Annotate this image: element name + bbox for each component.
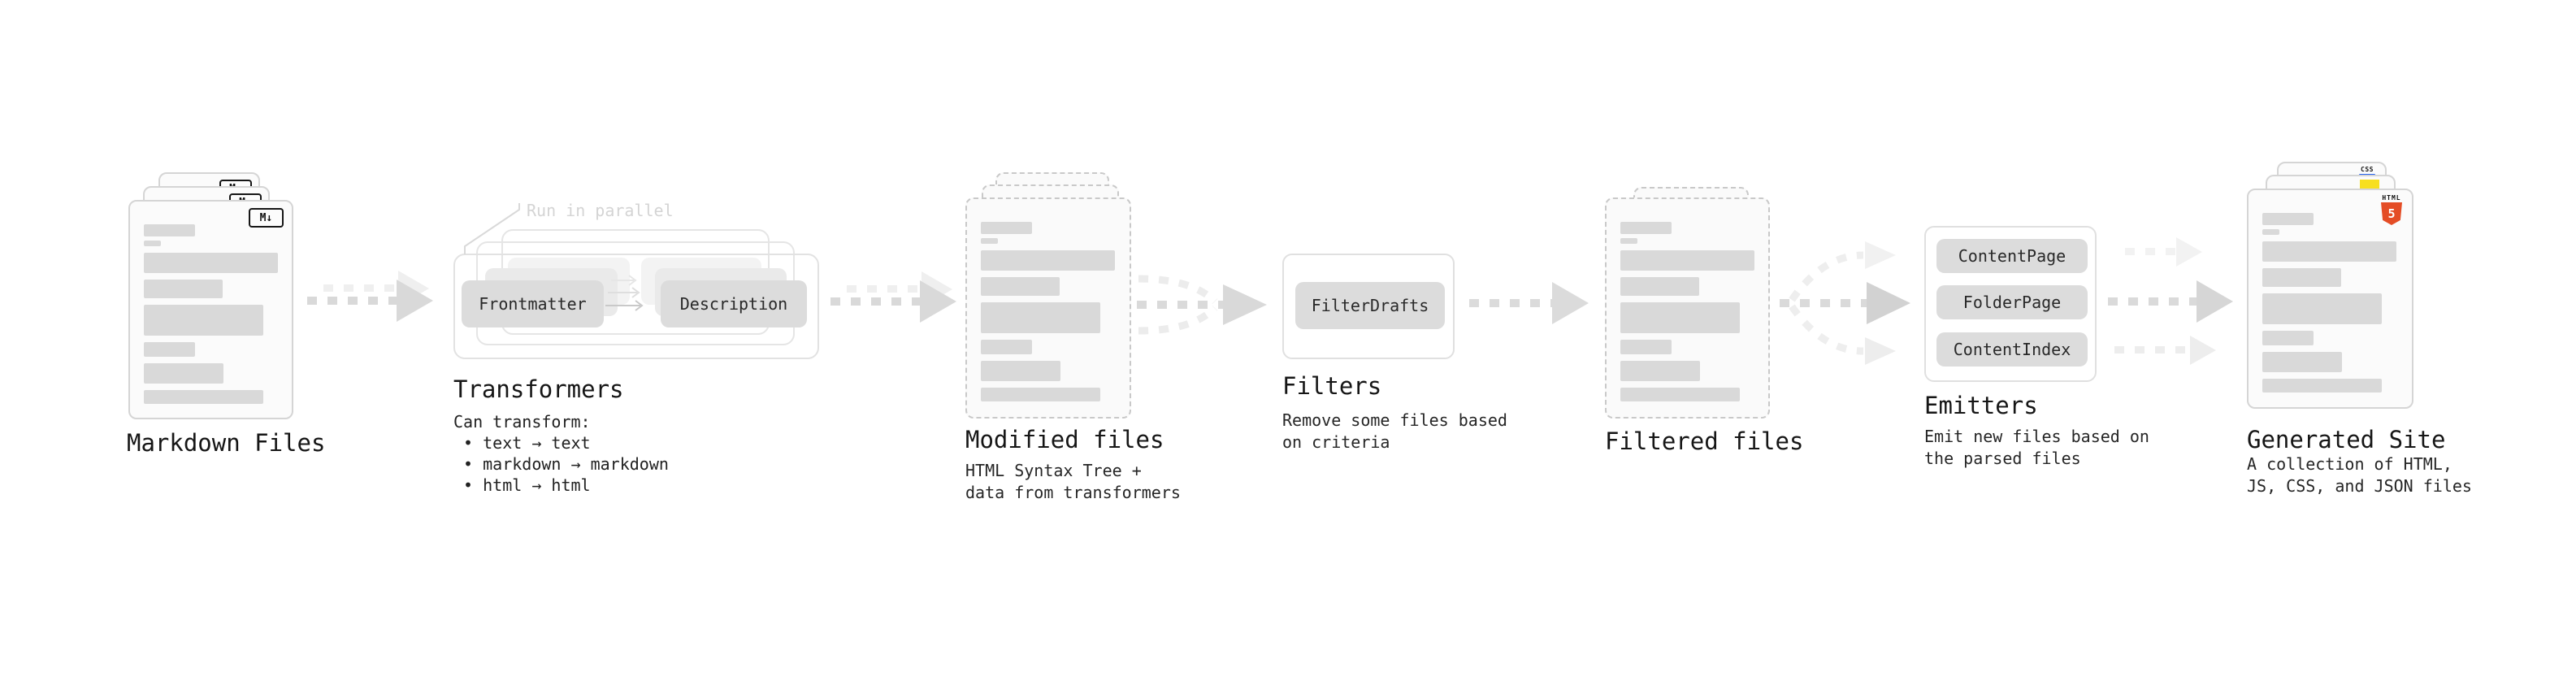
filters-box: FilterDrafts bbox=[1282, 254, 1455, 359]
placeholder-bar bbox=[981, 302, 1100, 333]
placeholder-bar bbox=[2262, 241, 2396, 262]
placeholder-bar bbox=[144, 241, 161, 246]
arrow-filtered-to-emitters bbox=[1780, 241, 1910, 365]
document-placeholder-lines bbox=[981, 222, 1116, 401]
document-placeholder-lines bbox=[144, 224, 278, 404]
javascript-icon bbox=[2360, 180, 2379, 189]
placeholder-bar bbox=[981, 388, 1100, 401]
arrowhead-icon bbox=[920, 280, 956, 323]
placeholder-bar bbox=[144, 224, 195, 236]
generated-site-label: Generated Site bbox=[2247, 426, 2446, 453]
transformers-description: Can transform: • text → text • markdown … bbox=[453, 412, 669, 495]
placeholder-bar bbox=[981, 250, 1115, 271]
placeholder-bar bbox=[1620, 302, 1740, 333]
arrowhead-icon bbox=[1223, 284, 1267, 325]
placeholder-bar bbox=[2262, 352, 2342, 372]
markdown-file-card: M↓ bbox=[128, 200, 293, 419]
placeholder-bar bbox=[1620, 340, 1672, 354]
filters-sublabel: Remove some files based on criteria bbox=[1282, 410, 1507, 452]
document-placeholder-lines bbox=[2262, 213, 2398, 393]
arrow-markdown-to-transformers bbox=[307, 297, 397, 305]
emitter-pill-folderpage: FolderPage bbox=[1936, 285, 2088, 319]
transformer-pill-frontmatter: Frontmatter bbox=[462, 280, 604, 327]
arrowhead-icon bbox=[2190, 336, 2216, 365]
emitters-box: ContentPage FolderPage ContentIndex bbox=[1924, 226, 2097, 382]
emitters-title: Emitters bbox=[1924, 392, 2038, 419]
arrowhead-icon bbox=[1552, 282, 1589, 324]
placeholder-bar bbox=[1620, 250, 1754, 271]
arrowhead-icon bbox=[1865, 337, 1896, 365]
generated-site-sublabel: A collection of HTML, JS, CSS, and JSON … bbox=[2247, 454, 2472, 496]
filters-title: Filters bbox=[1282, 372, 1382, 400]
placeholder-bar bbox=[2262, 379, 2382, 393]
generated-html-file-card: HTML 5 bbox=[2247, 189, 2413, 409]
markdown-icon: M↓ bbox=[249, 208, 284, 228]
arrowhead-icon bbox=[2176, 237, 2202, 267]
annotation-leader-line bbox=[464, 203, 520, 254]
arrow-modified-to-filters bbox=[1137, 275, 1267, 335]
placeholder-bar bbox=[2262, 213, 2314, 225]
transform-arrows-icon bbox=[605, 275, 644, 311]
placeholder-bar bbox=[144, 280, 223, 298]
emitter-pill-contentpage: ContentPage bbox=[1936, 239, 2088, 273]
modified-files-label: Modified files bbox=[965, 426, 1164, 453]
arrow-transformers-to-modified bbox=[830, 297, 920, 306]
placeholder-bar bbox=[2262, 331, 2314, 345]
placeholder-bar bbox=[2262, 293, 2382, 324]
arrow-markdown-to-transformers-ghost bbox=[323, 284, 398, 292]
modified-file-card bbox=[965, 197, 1131, 419]
filtered-files-label: Filtered files bbox=[1605, 427, 1804, 455]
arrowhead-icon bbox=[397, 280, 433, 322]
placeholder-bar bbox=[144, 342, 195, 357]
placeholder-bar bbox=[144, 253, 278, 273]
arrowhead-icon bbox=[1865, 241, 1896, 269]
arrow-emitters-to-generated-bottom bbox=[2114, 346, 2191, 354]
transformer-layer-front bbox=[453, 254, 819, 359]
placeholder-bar bbox=[1620, 238, 1637, 244]
placeholder-bar bbox=[1620, 388, 1740, 401]
transformer-pill-description: Description bbox=[661, 280, 807, 327]
placeholder-bar bbox=[2262, 229, 2279, 235]
arrow-emitters-to-generated-top bbox=[2125, 248, 2177, 255]
placeholder-bar bbox=[1620, 222, 1672, 234]
arrowhead-icon bbox=[1867, 282, 1910, 324]
emitters-sublabel: Emit new files based on the parsed files bbox=[1924, 427, 2149, 468]
markdown-files-label: Markdown Files bbox=[127, 429, 326, 457]
placeholder-bar bbox=[981, 361, 1060, 381]
filter-pill-filterdrafts: FilterDrafts bbox=[1295, 282, 1445, 329]
placeholder-bar bbox=[144, 390, 263, 404]
transformers-title: Transformers bbox=[453, 375, 624, 403]
modified-files-sublabel: HTML Syntax Tree + data from transformer… bbox=[965, 461, 1181, 502]
placeholder-bar bbox=[981, 277, 1060, 296]
html5-icon: HTML 5 bbox=[2379, 194, 2404, 225]
placeholder-bar bbox=[981, 222, 1032, 234]
run-in-parallel-annotation: Run in parallel bbox=[527, 201, 674, 220]
placeholder-bar bbox=[1620, 277, 1699, 296]
arrow-emitters-to-generated-mid bbox=[2108, 297, 2197, 306]
placeholder-bar bbox=[981, 340, 1032, 354]
emitter-pill-contentindex: ContentIndex bbox=[1936, 332, 2088, 367]
document-placeholder-lines bbox=[1620, 222, 1754, 401]
filtered-file-card bbox=[1605, 197, 1770, 419]
placeholder-bar bbox=[981, 238, 998, 244]
placeholder-bar bbox=[1620, 361, 1700, 381]
placeholder-bar bbox=[144, 305, 263, 336]
arrow-transformers-to-modified-ghost bbox=[847, 285, 922, 293]
placeholder-bar bbox=[144, 363, 223, 384]
placeholder-bar bbox=[2262, 268, 2341, 287]
arrow-filters-to-filtered bbox=[1469, 299, 1554, 307]
arrowhead-icon bbox=[2197, 280, 2233, 323]
